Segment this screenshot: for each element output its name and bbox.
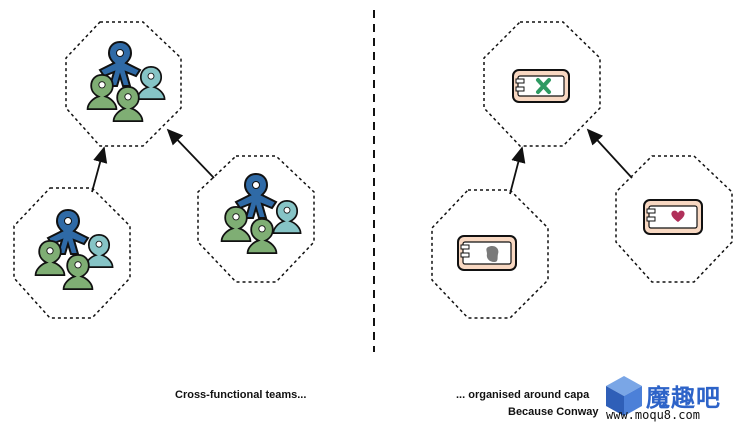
team-octagon-bottom-right: [197, 155, 315, 283]
arrow-left-b: [166, 128, 215, 179]
cube-logo-icon: [606, 376, 642, 416]
caption-cross-functional-teams: Cross-functional teams...: [175, 389, 307, 401]
blob-icon: [486, 245, 499, 262]
caption-organised-around: ... organised around capa: [456, 389, 590, 401]
arrow-right-b: [586, 128, 633, 179]
component-bottom-left: [457, 235, 517, 271]
component-top: [512, 69, 570, 103]
watermark-text: 魔趣吧: [646, 385, 721, 412]
heart-icon: [671, 210, 685, 222]
watermark-url: www.moqu8.com: [606, 408, 700, 422]
watermark: 魔趣吧 www.moqu8.com: [600, 372, 748, 430]
x-mark-icon: [536, 78, 551, 94]
arrow-left-a: [91, 146, 108, 193]
component-bottom-right: [643, 199, 703, 235]
arrow-right-a: [509, 146, 526, 195]
caption-conway: Because Conway: [508, 406, 599, 418]
